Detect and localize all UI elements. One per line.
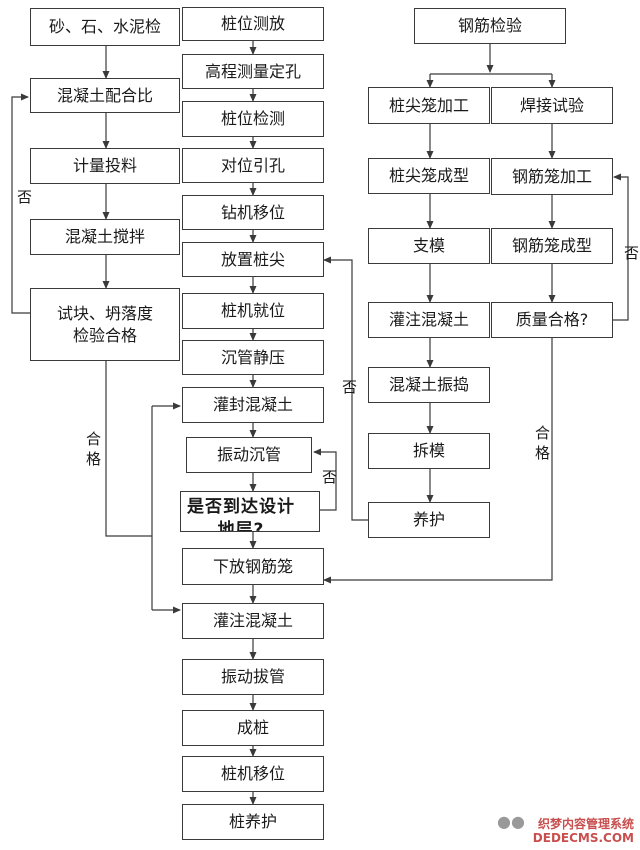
node-a4: 混凝土搅拌	[30, 219, 180, 255]
node-m4: 对位引孔	[182, 148, 324, 183]
node-m10: 振动沉管	[186, 437, 312, 473]
node-c5: 混凝土振捣	[368, 367, 490, 403]
node-c2: 桩尖笼成型	[368, 158, 490, 194]
node-m9: 灌封混凝土	[182, 387, 324, 423]
node-c3: 支模	[368, 228, 490, 264]
node-m13: 灌注混凝土	[182, 603, 324, 639]
node-c4: 灌注混凝土	[368, 302, 490, 338]
node-d1: 焊接试验	[491, 87, 613, 124]
arrow-c7-m6	[323, 256, 368, 521]
loop-m11-m10	[313, 448, 337, 511]
node-m12: 下放钢筋笼	[182, 548, 324, 585]
node-a1: 砂、石、水泥检	[30, 8, 180, 46]
node-m2: 高程测量定孔	[182, 54, 324, 89]
node-m5: 钻机移位	[182, 195, 324, 230]
node-m7: 桩机就位	[182, 293, 324, 329]
node-m6: 放置桩尖	[182, 242, 324, 277]
arrow-a5-join	[105, 361, 152, 537]
wechat-logo-icon: ●●	[497, 812, 525, 831]
node-m15: 成桩	[182, 710, 324, 746]
watermark: 织梦内容管理系统 DEDECMS.COM	[533, 818, 634, 846]
node-d3: 钢筋笼成型	[491, 228, 613, 264]
node-m14: 振动拔管	[182, 659, 324, 695]
node-d4: 质量合格?	[491, 302, 613, 338]
label-pass-right: 合 格	[535, 424, 551, 462]
loop-a5-a2	[11, 93, 30, 314]
node-a2: 混凝土配合比	[30, 78, 180, 113]
label-no-right: 否	[624, 244, 640, 262]
arrow-d4-m12	[323, 338, 553, 584]
node-m17: 桩养护	[182, 804, 324, 840]
node-m8: 沉管静压	[182, 340, 324, 375]
label-pass-left: 合 格	[86, 430, 102, 468]
label-no-left: 否	[17, 188, 33, 206]
node-m3: 桩位检测	[182, 101, 324, 137]
node-m11: 是否到达设计 地层?	[180, 491, 320, 532]
node-a3: 计量投料	[30, 148, 180, 184]
node-c6: 拆模	[368, 433, 490, 469]
watermark-line1: 织梦内容管理系统	[537, 817, 634, 832]
watermark-line2: DEDECMS.COM	[532, 831, 634, 846]
node-d2: 钢筋笼加工	[491, 158, 613, 195]
node-r0: 钢筋检验	[414, 8, 566, 44]
node-c1: 桩尖笼加工	[368, 87, 490, 124]
label-no-center: 否	[342, 378, 358, 396]
loop-d4-d2	[613, 173, 629, 321]
node-m1: 桩位测放	[182, 7, 324, 41]
node-a5: 试块、坍落度 检验合格	[30, 288, 180, 361]
node-m16: 桩机移位	[182, 756, 324, 792]
label-no-mid: 否	[322, 468, 338, 486]
node-c7: 养护	[368, 502, 490, 538]
